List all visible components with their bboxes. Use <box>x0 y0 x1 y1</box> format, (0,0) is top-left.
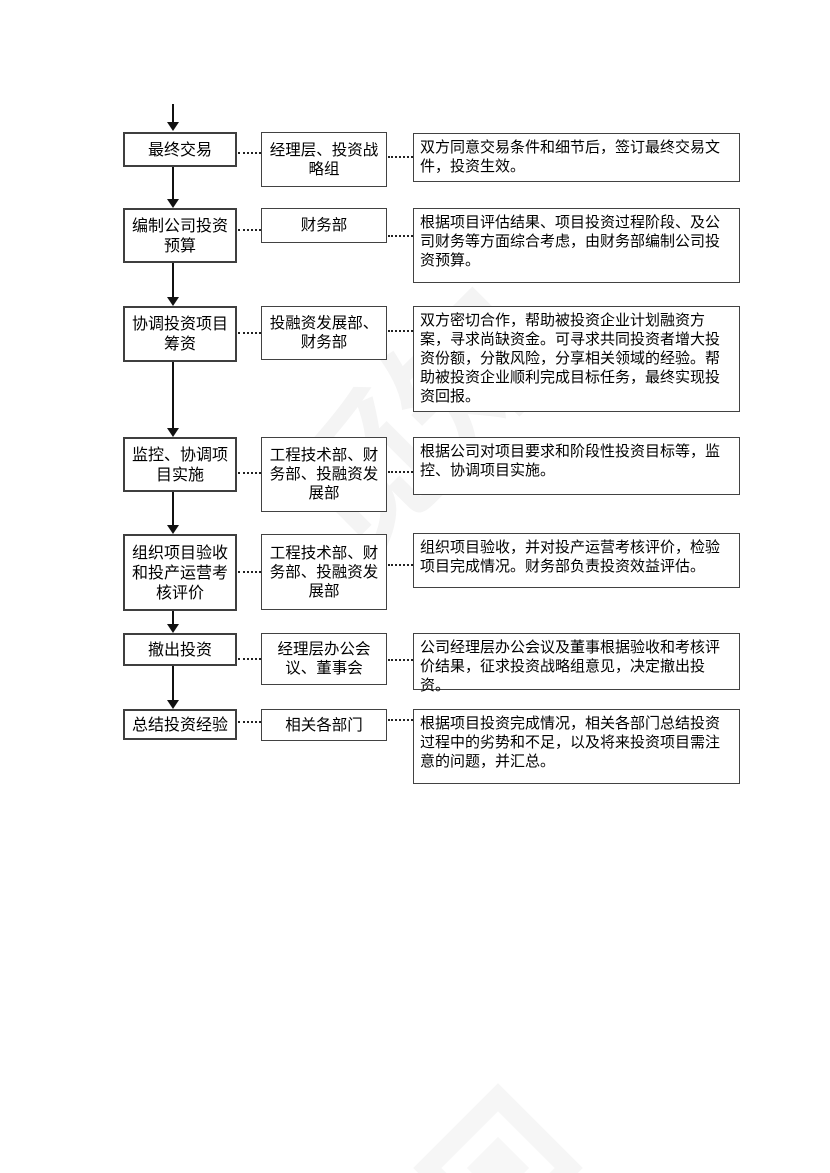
process-step-box-3: 协调投资项目筹资 <box>123 306 237 362</box>
dotted-connector <box>238 152 261 154</box>
description-box-4: 根据公司对项目要求和阶段性投资目标等，监控、协调项目实施。 <box>413 437 740 495</box>
arrow-line <box>172 611 174 625</box>
down-arrow-icon <box>167 297 179 306</box>
dotted-connector <box>388 659 413 661</box>
description-box-5: 组织项目验收，并对投产运营考核评价，检验项目完成情况。财务部负责投资效益评估。 <box>413 533 740 588</box>
department-box-3: 投融资发展部、财务部 <box>261 306 387 360</box>
flow-arrow-5-6 <box>167 611 179 633</box>
down-arrow-icon <box>167 122 179 131</box>
arrow-line <box>172 167 174 200</box>
down-arrow-icon <box>167 525 179 534</box>
process-step-box-4: 监控、协调项目实施 <box>123 437 237 492</box>
dotted-connector <box>238 332 261 334</box>
process-step-box-7: 总结投资经验 <box>123 709 237 740</box>
flow-arrow-1-2 <box>167 167 179 208</box>
process-step-box-1: 最终交易 <box>123 132 237 167</box>
dotted-connector <box>388 471 413 473</box>
process-step-box-5: 组织项目验收和投产运营考核评价 <box>123 534 237 611</box>
description-box-2: 根据项目评估结果、项目投资过程阶段、及公司财务等方面综合考虑，由财务部编制公司投… <box>413 208 740 283</box>
description-box-1: 双方同意交易条件和细节后，签订最终交易文件，投资生效。 <box>413 133 740 182</box>
process-step-box-2: 编制公司投资预算 <box>123 208 237 263</box>
flow-arrow-2-3 <box>167 263 179 306</box>
dotted-connector <box>238 229 261 231</box>
arrow-line <box>172 666 174 701</box>
description-box-3: 双方密切合作，帮助被投资企业计划融资方案，寻求尚缺资金。可寻求共同投资者增大投资… <box>413 306 740 412</box>
dotted-connector <box>238 721 261 723</box>
dotted-connector <box>388 330 413 332</box>
dotted-connector <box>388 156 413 158</box>
department-box-6: 经理层办公会议、董事会 <box>261 633 387 685</box>
department-box-2: 财务部 <box>261 208 387 243</box>
department-box-1: 经理层、投资战略组 <box>261 132 387 187</box>
arrow-line <box>172 492 174 526</box>
dotted-connector <box>238 571 261 573</box>
down-arrow-icon <box>167 428 179 437</box>
flow-arrow-3-4 <box>167 362 179 437</box>
dotted-connector <box>388 235 413 237</box>
down-arrow-icon <box>167 199 179 208</box>
dotted-connector <box>388 719 413 721</box>
department-box-4: 工程技术部、财务部、投融资发展部 <box>261 437 387 512</box>
flow-arrow-6-7 <box>167 666 179 709</box>
arrow-line <box>172 263 174 298</box>
dotted-connector <box>238 658 261 660</box>
department-box-5: 工程技术部、财务部、投融资发展部 <box>261 534 387 610</box>
flow-arrow-into-1 <box>167 104 179 131</box>
description-box-6: 公司经理层办公会议及董事根据验收和考核评价结果，征求投资战略组意见，决定撤出投资… <box>413 633 740 694</box>
dotted-connector <box>388 564 413 566</box>
arrow-line <box>172 362 174 429</box>
down-arrow-icon <box>167 624 179 633</box>
description-box-7: 根据项目投资完成情况，相关各部门总结投资过程中的劣势和不足，以及将来投资项目需注… <box>413 709 740 784</box>
arrow-line <box>172 104 174 123</box>
watermark-logo-icon <box>413 1083 583 1173</box>
department-box-7: 相关各部门 <box>261 709 387 741</box>
down-arrow-icon <box>167 700 179 709</box>
process-step-box-6: 撤出投资 <box>123 633 237 666</box>
flow-arrow-4-5 <box>167 492 179 534</box>
dotted-connector <box>238 472 261 474</box>
